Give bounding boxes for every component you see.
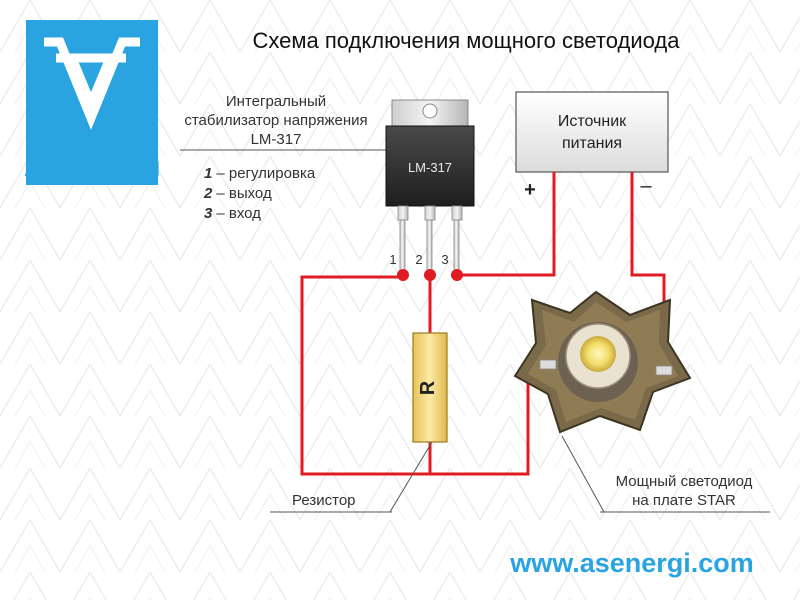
- resistor-body: [412, 332, 448, 443]
- led-pad-left: [539, 359, 557, 370]
- regulator-body-label: LM-317: [408, 160, 452, 175]
- regulator-caption: Интегральный стабилизатор напряжения LM-…: [180, 93, 390, 151]
- power-source: Источник питания + –: [515, 91, 669, 201]
- regulator-body: [385, 125, 475, 207]
- led-pad-right: [655, 365, 673, 376]
- led-caption: Мощный светодиод на плате STAR: [561, 435, 770, 513]
- pin-desc-2: 2– выход: [203, 185, 272, 202]
- wire-in-to-plus: [457, 172, 556, 277]
- power-source-label-2: питания: [562, 135, 622, 152]
- power-source-label-1: Источник: [558, 113, 627, 130]
- regulator-mount-hole: [422, 103, 438, 119]
- pin-descriptions: 1– регулировка 2– выход 3– вход: [203, 165, 316, 222]
- led-caption-line2: на плате STAR: [632, 492, 736, 509]
- regulator-caption-line2: стабилизатор напряжения: [184, 112, 367, 129]
- regulator-pins: [397, 205, 463, 273]
- pin-desc-1: 1– регулировка: [204, 165, 316, 182]
- resistor-caption: Резистор: [270, 441, 433, 513]
- page-title: Схема подключения мощного светодиода: [253, 28, 681, 53]
- regulator-caption-line1: Интегральный: [226, 93, 326, 110]
- logo: АС ЭНЕРГИЯ: [24, 20, 160, 185]
- logo-text: АС ЭНЕРГИЯ: [24, 158, 160, 181]
- pin-label-3: 3: [441, 252, 448, 267]
- led-emitter: [580, 336, 616, 372]
- wire-junctions: [397, 269, 463, 281]
- led-caption-line1: Мощный светодиод: [616, 473, 753, 490]
- resistor-caption-text: Резистор: [292, 492, 356, 509]
- power-source-box: [515, 91, 669, 173]
- pin-label-1: 1: [389, 252, 396, 267]
- plus-terminal-label: +: [524, 179, 536, 201]
- pin-desc-3: 3– вход: [204, 205, 261, 222]
- resistor-symbol: R: [417, 380, 439, 395]
- resistor: R: [412, 332, 448, 443]
- star-led: [513, 290, 692, 434]
- stylized-v-logo-icon: [44, 37, 140, 130]
- website-link[interactable]: www.asenergi.com: [509, 548, 754, 578]
- regulator-caption-line3: LM-317: [251, 131, 302, 148]
- pin-label-2: 2: [415, 252, 422, 267]
- lm317-regulator: LM-317 1 2 3: [385, 99, 475, 273]
- minus-terminal-label: –: [640, 175, 652, 197]
